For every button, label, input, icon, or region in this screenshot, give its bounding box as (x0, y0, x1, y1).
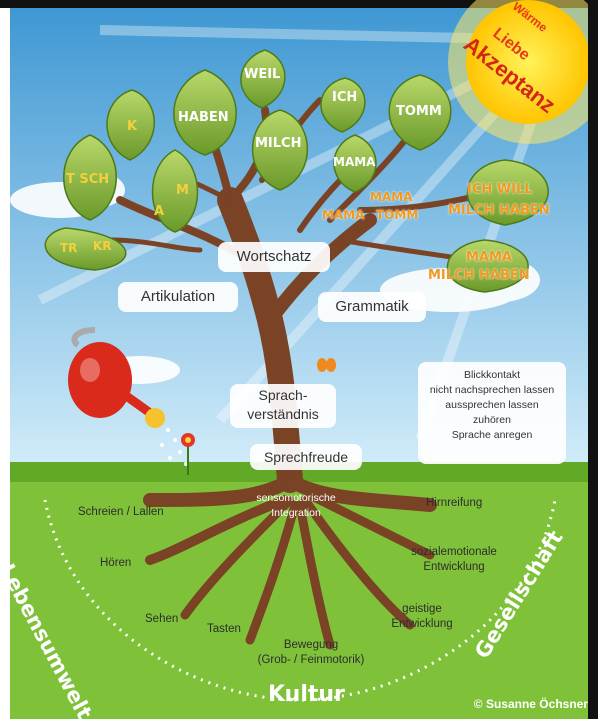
leaf-label-tomm: TOMM (396, 104, 442, 119)
leaf-label-haben: HABEN (178, 110, 229, 125)
label-sprachverstaendnis: Sprach- verständnis (230, 384, 336, 428)
leaf-label-mama: MAMA (333, 155, 376, 169)
leaf-mamamilch (446, 239, 529, 293)
leaf-label-milch: MILCH (255, 136, 302, 151)
tip-zuhoeren: zuhören (473, 414, 511, 426)
label-sprachverstaendnis-line1: Sprach- (258, 387, 308, 403)
top-border (0, 0, 598, 8)
leaf-weil (240, 49, 286, 109)
leaf-label-ich: ICH (332, 90, 358, 105)
label-sprachverstaendnis-line2: verständnis (247, 406, 319, 422)
root-geistige: geistige Entwicklung (382, 602, 462, 632)
orange-word-mama-2: MAMA (466, 250, 512, 265)
orange-word-milch-haben-1: MILCH HABEN (448, 203, 550, 218)
root-hoeren: Hören (100, 557, 132, 569)
leaf-am (151, 149, 199, 233)
tip-nicht-nachsprechen: nicht nachsprechen lassen (429, 384, 555, 396)
root-bewegung: Bewegung (Grob- / Feinmotorik) (246, 638, 376, 668)
root-geistige-line1: geistige (402, 603, 442, 615)
leaf-mama (333, 134, 377, 193)
leaf-label-kr: KR (93, 239, 112, 253)
tip-sprache-anregen: Sprache anregen (451, 429, 533, 441)
label-artikulation: Artikulation (118, 282, 238, 312)
orange-word-mama-left: MAMA (322, 208, 365, 222)
leaf-milch (251, 109, 309, 191)
tips-box: Blickkontakt nicht nachsprechen lassen a… (418, 362, 566, 464)
arc-word-kultur: Kultur (268, 682, 345, 707)
leaf-haben (173, 69, 237, 156)
leaf-tomm (388, 74, 452, 151)
leaf-label-weil: WEIL (244, 67, 281, 82)
root-sozialemotionale-line1: sozialemotionale (411, 546, 497, 558)
root-tasten: Tasten (207, 623, 241, 635)
root-bewegung-line2: (Grob- / Feinmotorik) (257, 654, 365, 666)
leaf-k (106, 89, 155, 161)
tip-blickkontakt: Blickkontakt (463, 369, 521, 381)
root-sozialemotionale-line2: Entwicklung (423, 561, 485, 573)
root-bewegung-line1: Bewegung (283, 639, 339, 651)
root-sensomotorische-line2: Integration (271, 507, 321, 519)
root-sensomotorische: sensomotorische Integration (226, 491, 366, 521)
butterfly-icon (317, 358, 336, 372)
credit-text: © Susanne Öchsner (473, 697, 588, 711)
tip-aussprechen: aussprechen lassen (445, 399, 539, 411)
leaf-ich (320, 77, 366, 133)
leaf-label-m: M (176, 183, 189, 198)
root-schreien: Schreien / Lallen (78, 506, 164, 518)
label-grammatik: Grammatik (318, 292, 426, 322)
watering-can-icon (68, 327, 165, 428)
leaf-label-tr: TR (60, 241, 78, 255)
root-geistige-line2: Entwicklung (391, 618, 453, 630)
water-drops (160, 428, 188, 466)
tree-roots (143, 473, 437, 650)
root-sozialemotionale: sozialemotionale Entwicklung (390, 545, 518, 575)
orange-word-milch-haben-2: MILCH HABEN (428, 268, 530, 283)
leaf-ichwill (466, 159, 549, 226)
leaf-trkr (44, 227, 127, 271)
root-hirnreifung: Hirnreifung (426, 497, 483, 509)
label-sprechfreude: Sprechfreude (250, 444, 362, 470)
flower-icon (181, 433, 195, 475)
right-border (588, 0, 598, 719)
label-wortschatz: Wortschatz (218, 242, 330, 272)
leaf-label-tsch: T SCH (66, 172, 110, 187)
orange-word-ich-will: ICH WILL (467, 182, 533, 197)
leaf-label-k: K (127, 119, 138, 134)
leaf-label-a: A (154, 204, 165, 219)
root-sensomotorische-line1: sensomotorische (256, 492, 336, 504)
orange-word-mama-top: MAMA (370, 190, 413, 204)
sun-icon (448, 0, 598, 144)
root-sehen: Sehen (145, 613, 179, 625)
orange-word-tomm: TOMM (376, 208, 419, 222)
leaves (44, 49, 549, 293)
leaf-tsch (63, 134, 117, 221)
